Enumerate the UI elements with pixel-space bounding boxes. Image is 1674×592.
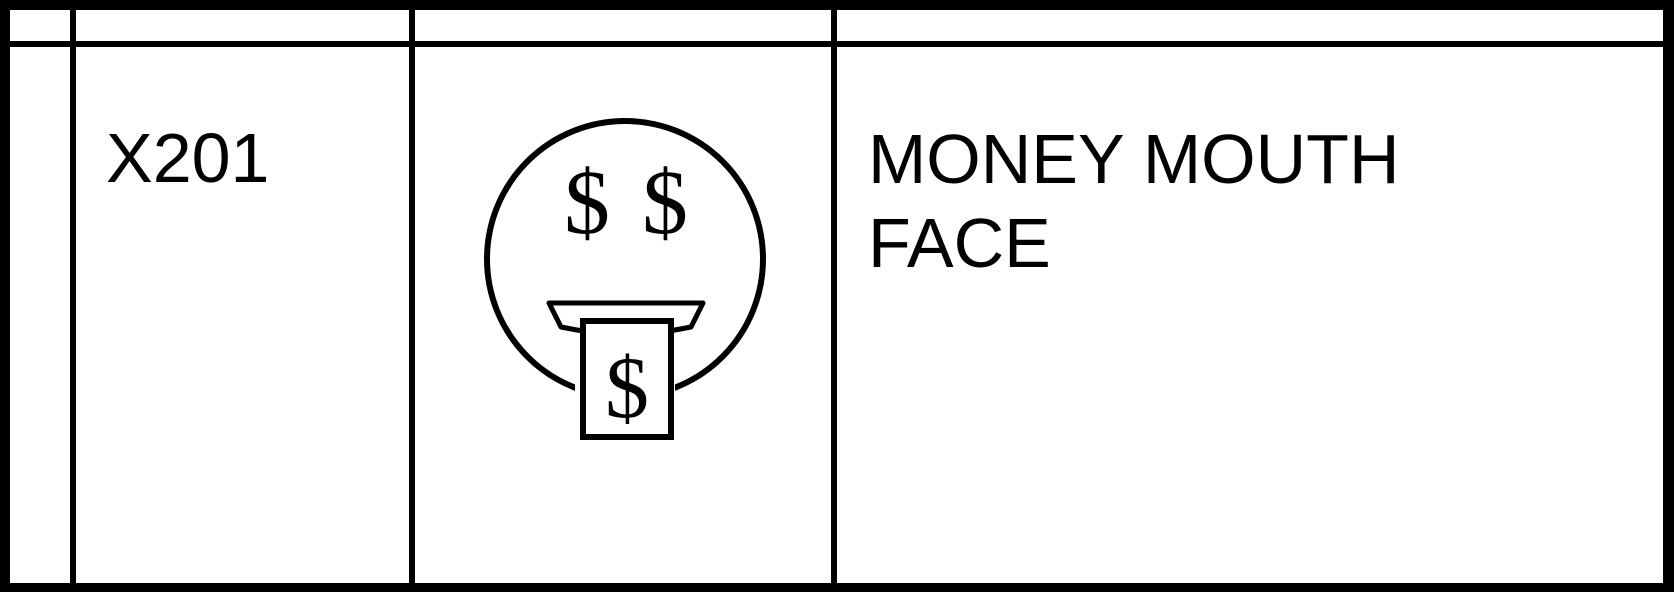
money-mouth-face-icon: $ $ $ [477,115,777,475]
icon-cell: $ $ $ [417,47,829,583]
table-top-border [0,0,1674,10]
bill-dollar: $ [605,340,649,437]
table-bottom-border [0,583,1674,592]
column-divider-2 [409,8,415,588]
name-cell: MONEY MOUTH FACE [838,47,1663,583]
column-divider-3 [831,8,837,588]
emoji-name: MONEY MOUTH FACE [868,120,1400,282]
code-cell: X201 [76,47,408,583]
header-bottom-border [0,41,1674,47]
table-right-border [1663,0,1674,592]
left-eye-dollar: $ [564,151,610,253]
right-eye-dollar: $ [642,151,688,253]
emoji-code: X201 [106,119,270,197]
table-left-border [0,0,10,592]
column-divider-1 [70,8,76,588]
money-mouth-face-svg: $ $ $ [484,118,766,440]
dollar-bill [580,318,674,440]
